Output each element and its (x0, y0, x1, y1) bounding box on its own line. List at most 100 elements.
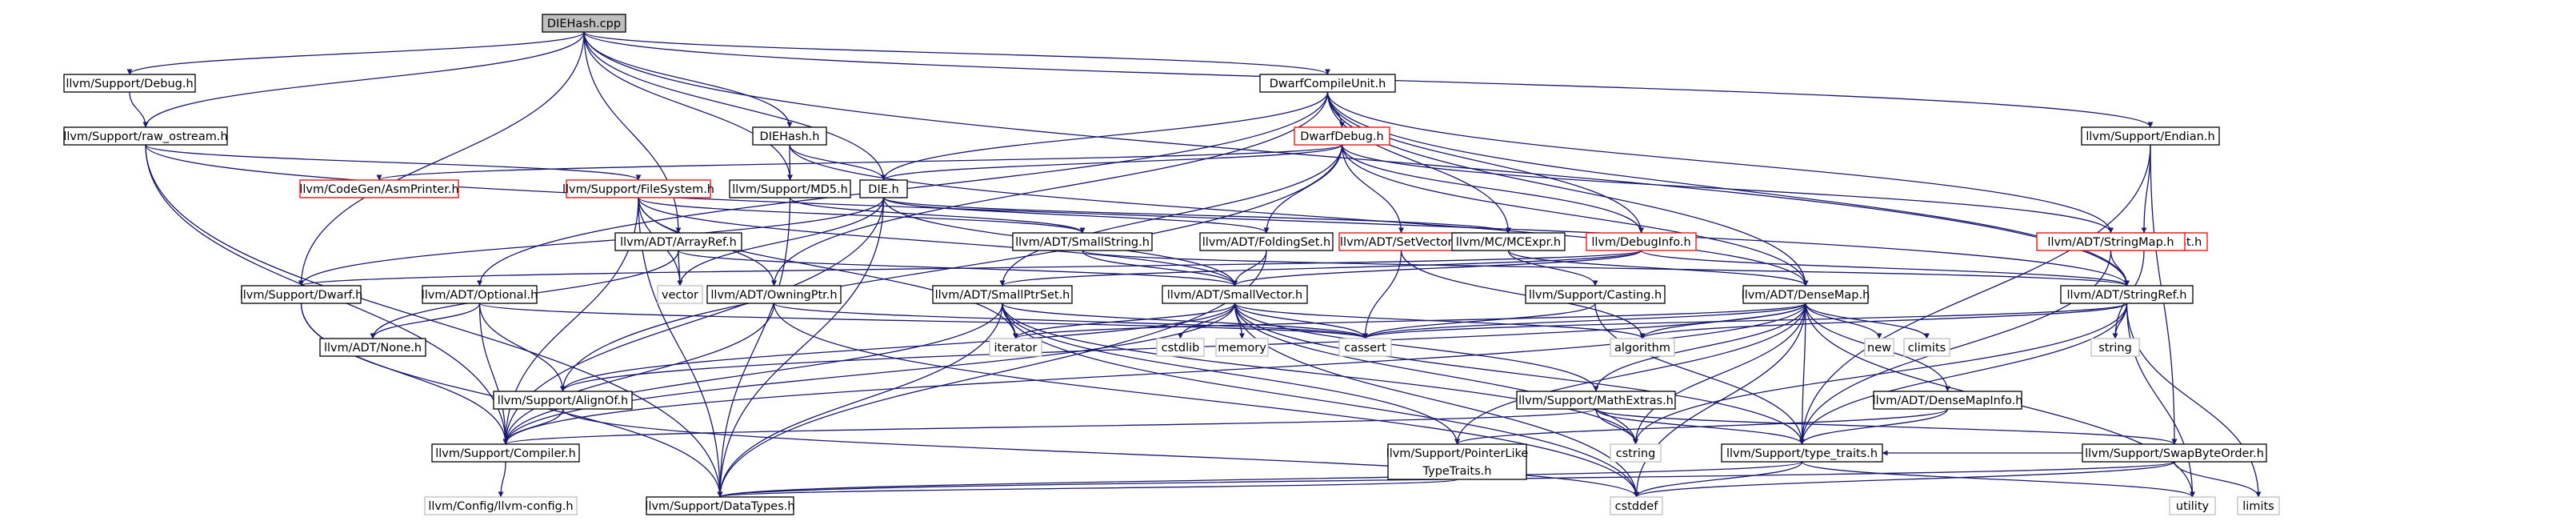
edge-mcexpr-to-casting (1507, 250, 1598, 287)
node-md5[interactable]: llvm/Support/MD5.h (729, 179, 851, 198)
node-box-climits (1903, 338, 1950, 357)
node-support_endian[interactable]: llvm/Support/Endian.h (2081, 126, 2220, 146)
edge-owningptr-to-cassert (773, 303, 1368, 339)
edge-stringmap-to-stringref (2110, 250, 2130, 287)
node-limits: limits (2237, 496, 2280, 515)
node-box-datatypes (646, 496, 794, 515)
edge-smallvector-to-cassert (1234, 303, 1368, 339)
node-asmprinter[interactable]: llvm/CodeGen/AsmPrinter.h (299, 179, 459, 198)
node-box-optional (422, 285, 538, 304)
edge-die_h-to-support_dwarf (298, 197, 885, 287)
edge-smallptrset-to-compiler (502, 303, 1003, 445)
node-box-arrayref (614, 232, 742, 251)
node-dwarfcompileunit[interactable]: DwarfCompileUnit.h (1259, 74, 1396, 93)
node-label-type_traits: llvm/Support/type_traits.h (1726, 447, 1878, 460)
node-arrayref[interactable]: llvm/ADT/ArrayRef.h (614, 232, 742, 251)
node-stringmap[interactable]: llvm/ADT/StringMap.h (2036, 232, 2186, 251)
edge-densemap-to-iterator (1013, 303, 1806, 339)
node-casting[interactable]: llvm/Support/Casting.h (1525, 285, 1666, 304)
node-label-smallptrset: llvm/ADT/SmallPtrSet.h (935, 289, 1070, 302)
node-label-cstdlib: cstdlib (1162, 342, 1200, 355)
edge-diehash_cpp-to-die_h (583, 31, 886, 181)
node-label-llvm_config: llvm/Config/llvm-config.h (428, 500, 573, 513)
node-label-limits: limits (2242, 500, 2274, 513)
node-alignof[interactable]: llvm/Support/AlignOf.h (493, 391, 633, 410)
node-label-utility: utility (2176, 500, 2210, 513)
node-type_traits[interactable]: llvm/Support/type_traits.h (1721, 443, 1883, 463)
node-label-cstring: cstring (1616, 447, 1656, 460)
node-box-cstddef (1610, 496, 1663, 515)
node-box-asmprinter (299, 179, 459, 198)
node-debuginfo[interactable]: llvm/DebugInfo.h (1586, 232, 1697, 251)
node-box-mcexpr (1451, 232, 1566, 251)
node-support_debug[interactable]: llvm/Support/Debug.h (63, 74, 196, 93)
edge-stringref-to-algorithm (1639, 303, 2128, 339)
edge-diehash_h-to-densemap (789, 144, 1809, 287)
edge-debuginfo-to-smallptrset (999, 250, 1642, 287)
node-stringref[interactable]: llvm/ADT/StringRef.h (2060, 285, 2194, 304)
edge-dwarfcompileunit-to-owningptr (771, 91, 1329, 287)
node-label-none: llvm/ADT/None.h (324, 342, 422, 355)
node-label-support_endian: llvm/Support/Endian.h (2086, 130, 2214, 143)
edges-layer (126, 31, 2262, 498)
edge-md5-to-smallstring (789, 197, 1086, 234)
node-box-utility (2169, 496, 2216, 515)
node-mathextras[interactable]: llvm/Support/MathExtras.h (1516, 391, 1676, 410)
node-box-cstdlib (1156, 338, 1205, 357)
node-label-smallstring: llvm/ADT/SmallString.h (1015, 236, 1150, 249)
node-die_h[interactable]: DIE.h (859, 179, 908, 198)
node-box-none (319, 338, 426, 357)
node-compiler[interactable]: llvm/Support/Compiler.h (431, 443, 580, 463)
node-label-raw_ostream: llvm/Support/raw_ostream.h (63, 130, 227, 143)
node-densemapinfo[interactable]: llvm/ADT/DenseMapInfo.h (1873, 391, 2023, 410)
node-smallptrset[interactable]: llvm/ADT/SmallPtrSet.h (932, 285, 1073, 304)
node-box-swapbyteorder (2082, 443, 2267, 463)
node-none[interactable]: llvm/ADT/None.h (319, 338, 426, 357)
edge-stringref-to-cstring (1633, 303, 2128, 445)
node-foldingset[interactable]: llvm/ADT/FoldingSet.h (1199, 232, 1334, 251)
node-support_dwarf[interactable]: llvm/Support/Dwarf.h (240, 285, 363, 304)
node-label-stringref: llvm/ADT/StringRef.h (2067, 289, 2187, 302)
edge-casting-to-type_traits (1594, 303, 1805, 445)
node-label-optional: llvm/ADT/Optional.h (422, 289, 538, 302)
node-owningptr[interactable]: llvm/ADT/OwningPtr.h (706, 285, 842, 304)
node-label-swapbyteorder: llvm/Support/SwapByteOrder.h (2085, 447, 2264, 460)
node-cstdlib: cstdlib (1156, 338, 1205, 357)
node-densemap[interactable]: llvm/ADT/DenseMap.h (1742, 285, 1870, 304)
node-optional[interactable]: llvm/ADT/Optional.h (422, 285, 538, 304)
edge-setvector-to-cassert (1362, 250, 1402, 339)
node-box-cstring (1610, 443, 1662, 463)
node-box-vector (657, 285, 703, 304)
node-label-vector: vector (662, 289, 698, 302)
node-swapbyteorder[interactable]: llvm/Support/SwapByteOrder.h (2082, 443, 2267, 463)
node-dwarfdebug[interactable]: DwarfDebug.h (1294, 126, 1390, 146)
node-box-stringmap (2036, 232, 2186, 251)
edge-stringref-to-utility (2126, 303, 2195, 498)
edge-pointerlike-to-datatypes (718, 479, 1458, 498)
edge-smallstring-to-smallvector (1082, 250, 1238, 287)
node-smallvector[interactable]: llvm/ADT/SmallVector.h (1162, 285, 1308, 304)
node-label-climits: climits (1908, 342, 1946, 355)
node-box-raw_ostream (63, 126, 228, 146)
node-memory: memory (1215, 338, 1269, 357)
node-datatypes[interactable]: llvm/Support/DataTypes.h (645, 496, 795, 515)
edge-dwarfcompileunit-to-debuginfo (1326, 91, 1644, 234)
node-smallstring[interactable]: llvm/ADT/SmallString.h (1012, 232, 1153, 251)
node-box-support_dwarf (241, 285, 362, 304)
node-diehash_cpp[interactable]: DIEHash.cpp (542, 14, 626, 33)
node-utility: utility (2169, 496, 2216, 515)
node-raw_ostream[interactable]: llvm/Support/raw_ostream.h (63, 126, 228, 146)
node-box-support_endian (2081, 126, 2220, 146)
node-filesystem[interactable]: llvm/Support/FileSystem.h (562, 179, 714, 198)
edge-smallvector-to-cstring (1234, 303, 1638, 445)
node-box-new (1864, 338, 1894, 357)
node-box-foldingset (1199, 232, 1334, 251)
node-cstring: cstring (1610, 443, 1662, 463)
edge-diehash_cpp-to-dwarfcompileunit (583, 31, 1330, 75)
node-mcexpr[interactable]: llvm/MC/MCExpr.h (1451, 232, 1566, 251)
node-string: string (2090, 338, 2140, 357)
node-diehash_h[interactable]: DIEHash.h (752, 126, 827, 146)
node-setvector[interactable]: llvm/ADT/SetVector.h (1338, 232, 1464, 251)
edge-smallvector-to-type_traits (1234, 303, 1805, 445)
